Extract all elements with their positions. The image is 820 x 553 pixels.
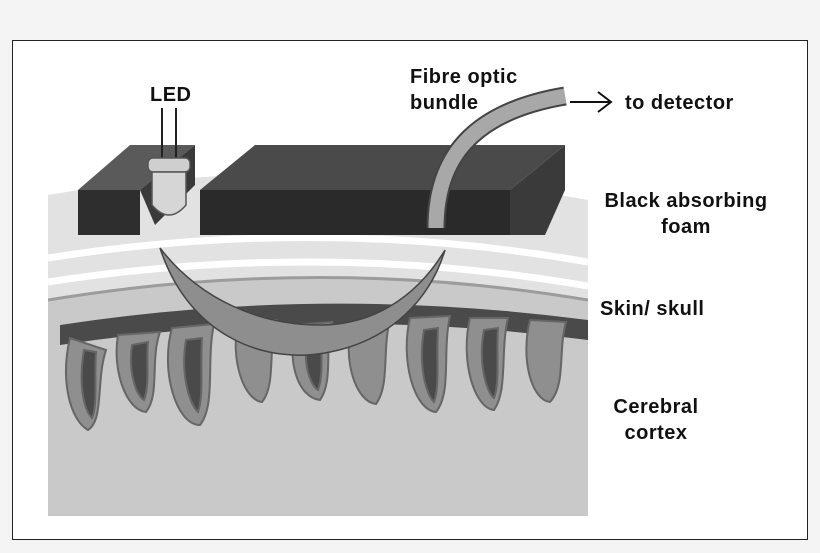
cortex-label-line1: Cerebral <box>613 396 699 418</box>
led-label: LED <box>150 84 192 106</box>
fibre-bundle <box>428 88 567 229</box>
foam-label-line2: foam <box>661 216 711 238</box>
detector-arrow <box>570 91 613 113</box>
fibre-label-line1: Fibre optic <box>410 66 518 88</box>
cortex-label-line2: cortex <box>624 422 688 444</box>
skin-skull-label: Skin/ skull <box>600 298 705 320</box>
fibre-label-line2: bundle <box>410 92 479 114</box>
light-path-banana <box>159 247 446 356</box>
skull-line-lower <box>48 258 588 290</box>
foam-label-line1: Black absorbing <box>604 190 768 212</box>
detector-label: to detector <box>625 92 734 114</box>
skull-line-upper <box>48 233 588 266</box>
skull-edge <box>48 276 588 302</box>
cortex-surface <box>60 303 588 345</box>
led-icon <box>147 108 191 216</box>
